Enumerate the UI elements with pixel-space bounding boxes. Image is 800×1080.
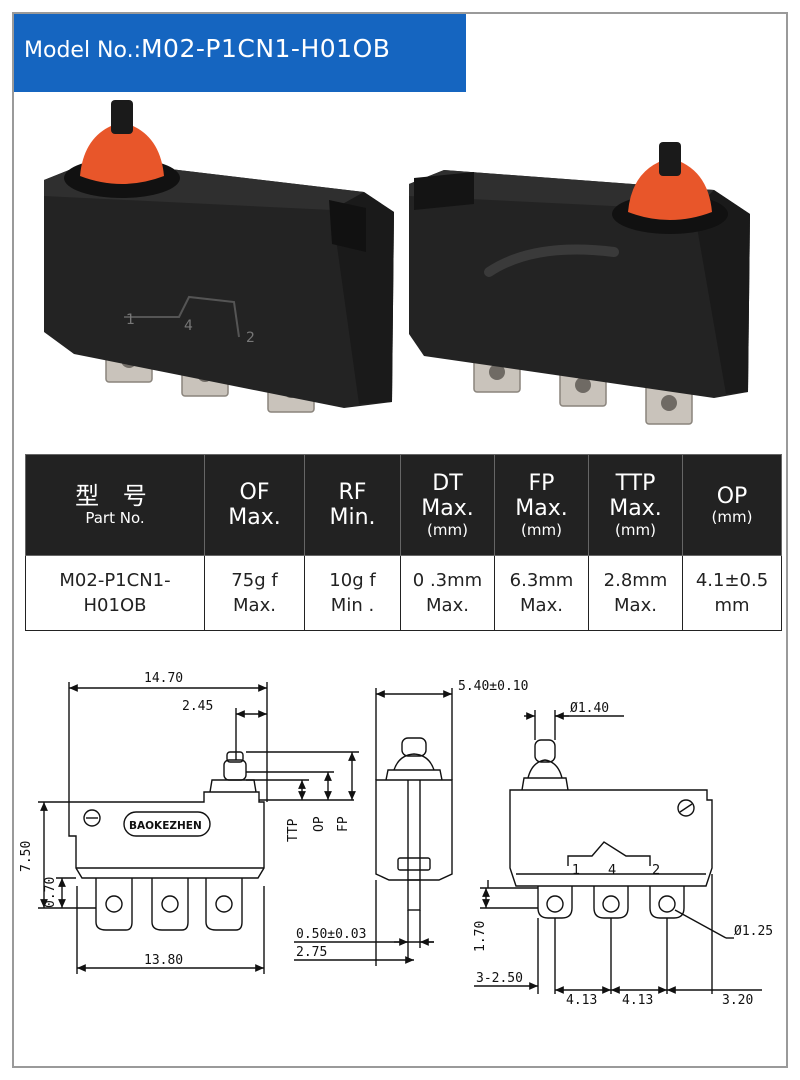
model-number: M02-P1CN1-H01OB: [140, 34, 391, 63]
model-title: Model No.:M02-P1CN1-H01OB: [24, 34, 390, 63]
header-fp: FP Max. (mm): [494, 454, 589, 556]
rear-terminal-label: 4: [608, 863, 616, 878]
header-of: OF Max.: [204, 454, 305, 556]
label-op: OP: [312, 816, 327, 832]
dim-hole-spacing-2: 4.13: [622, 993, 653, 1008]
dim-hole-spacing-1: 4.13: [566, 993, 597, 1008]
dim-overall-length: 14.70: [144, 671, 183, 686]
rear-view: [474, 710, 762, 994]
header-dt: DT Max. (mm): [400, 454, 495, 556]
header-part-no: 型 号 Part No.: [25, 454, 205, 556]
page-frame: [12, 12, 788, 1068]
dim-body-height: 7.50: [19, 841, 34, 872]
header-line1: RF: [338, 479, 367, 505]
dim-base-height: 0.70: [43, 877, 58, 908]
product-photo: 1 4 2: [44, 100, 750, 425]
dim-terminal-offset: 2.75: [296, 945, 327, 960]
header-line1: OP: [716, 483, 748, 509]
header-line1: OF: [239, 479, 270, 505]
dim-hole-diameter: Ø1.25: [734, 924, 773, 939]
header-line1: FP: [528, 471, 555, 497]
dimension-drawing: 14.70 2.45 13.80 7.50 0.70 TTP OP FP BAO…: [19, 671, 773, 1008]
dim-terminal-thickness: 0.50±0.03: [296, 927, 366, 942]
header-ttp: TTP Max. (mm): [588, 454, 683, 556]
dim-terminal-height: 1.70: [473, 921, 488, 952]
front-view: [38, 682, 359, 974]
header-line2: Min.: [329, 505, 376, 530]
model-banner: [14, 14, 466, 92]
label-fp: FP: [336, 816, 351, 832]
dim-plunger-diameter: Ø1.40: [570, 701, 609, 716]
model-prefix: Model No.:: [24, 38, 141, 63]
dim-plunger-offset: 2.45: [182, 699, 213, 714]
photo-terminal-label: 4: [184, 318, 193, 334]
header-rf: RF Min.: [304, 454, 401, 556]
switch-left-image: 1 4 2: [44, 100, 394, 413]
side-view: [294, 688, 453, 966]
header-line2: Max.: [609, 496, 662, 522]
spec-table: 型 号 Part No. OF Max. RF Min. DT Max. (mm…: [25, 454, 782, 631]
dim-terminal-span: 13.80: [144, 953, 183, 968]
header-line1: TTP: [615, 471, 656, 497]
header-line2: Max.: [228, 505, 281, 530]
dim-edge-offset: 3.20: [722, 993, 753, 1008]
header-line1: DT: [432, 471, 463, 497]
photo-terminal-label: 1: [126, 312, 135, 328]
cell-part-no: M02-P1CN1-H01OB: [25, 555, 205, 631]
rear-terminal-label: 2: [652, 863, 660, 878]
header-unit: (mm): [427, 520, 468, 539]
dim-first-offset: 3-2.50: [476, 971, 523, 986]
spec-header-row: 型 号 Part No. OF Max. RF Min. DT Max. (mm…: [25, 454, 782, 556]
header-line2: Part No.: [85, 509, 145, 528]
header-line2: Max.: [421, 496, 474, 522]
header-unit: (mm): [615, 520, 656, 539]
header-unit: (mm): [711, 508, 753, 527]
brand-label: BAOKEZHEN: [129, 820, 202, 832]
switch-right-image: [409, 142, 750, 425]
header-line1: 型 号: [75, 481, 155, 510]
header-line2: Max.: [515, 496, 568, 522]
dim-width: 5.40±0.10: [458, 679, 528, 694]
header-unit: (mm): [521, 520, 562, 539]
header-op: OP (mm): [682, 454, 782, 556]
label-ttp: TTP: [286, 818, 301, 842]
rear-terminal-label: 1: [572, 863, 580, 878]
photo-terminal-label: 2: [246, 330, 255, 346]
